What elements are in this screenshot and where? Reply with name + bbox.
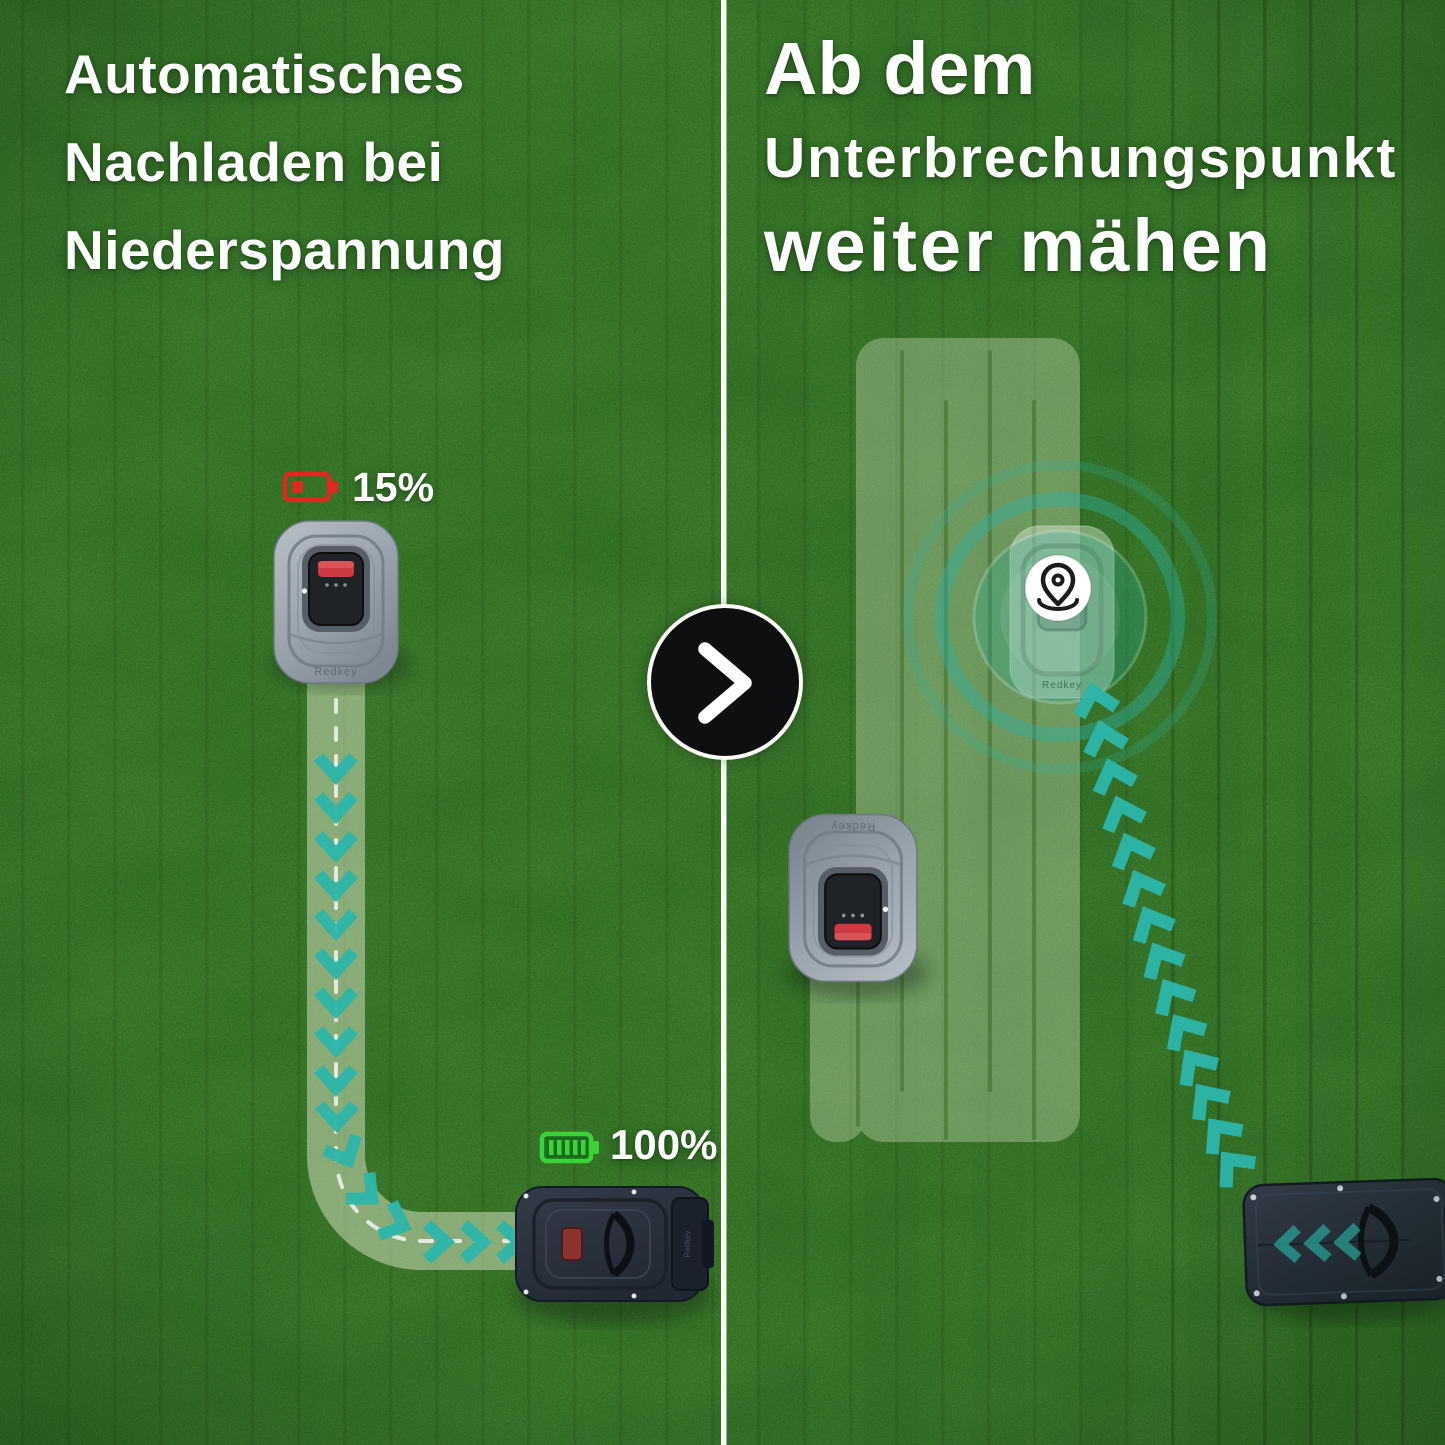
battery-low-label: 15% [352,464,435,510]
left-panel-title: Automatisches Nachladen bei Niederspannu… [64,30,505,294]
right-title-line-1: Ab dem [764,27,1036,110]
left-title-line-2: Nachladen bei [64,131,444,193]
left-title-line-3: Niederspannung [64,219,505,281]
chevron-right-icon [698,642,752,724]
right-title-line-2: Unterbrechungspunkt [764,126,1398,190]
left-title-line-1: Automatisches [64,43,465,105]
right-title-line-3: weiter mähen [764,204,1273,287]
battery-full-label: 100% [610,1121,718,1168]
next-step-badge [646,603,804,761]
right-panel-title: Ab dem Unterbrechungspunkt weiter mähen [764,22,1397,292]
